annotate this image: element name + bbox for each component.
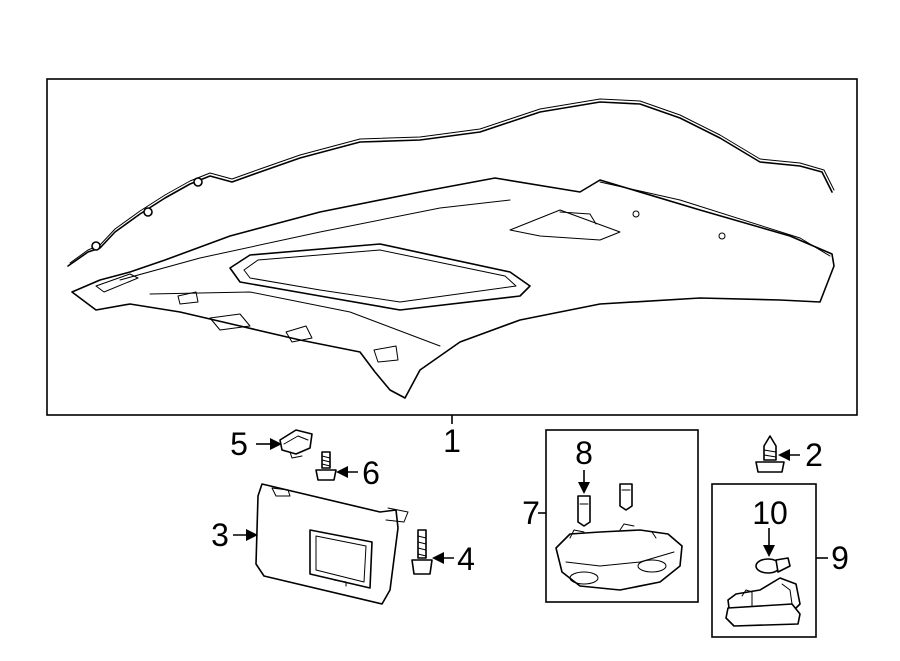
screw-part-2: [755, 435, 785, 473]
callout-2: 2: [805, 437, 823, 473]
sun-visor-part: [255, 483, 409, 605]
callout-8: 8: [575, 435, 593, 471]
bulb-part-8: [577, 495, 591, 527]
visor-mount-recess: [209, 313, 251, 331]
dome-lamp-box: [545, 429, 699, 603]
callout-6-arrow: [336, 466, 348, 478]
screw-part-6: [315, 451, 337, 481]
callout-3-arrow: [246, 529, 258, 541]
bulb-part-10: [755, 557, 791, 574]
visor-mount-recess: [177, 291, 199, 305]
harness-clip: [193, 177, 203, 187]
callout-8-arrow: [578, 482, 590, 494]
cargo-lamp-box: [711, 483, 817, 638]
cargo-lamp-housing: [725, 577, 801, 627]
wire-harness: [67, 101, 833, 267]
dome-light-recess: [509, 209, 621, 241]
callout-2-arrow: [778, 449, 790, 461]
callout-4-arrow: [432, 552, 444, 564]
screw-part-4: [411, 529, 433, 575]
callout-3: 3: [211, 517, 229, 553]
harness-clip: [91, 241, 101, 251]
callout-5: 5: [230, 426, 248, 462]
callout-1: 1: [443, 423, 461, 459]
callout-9: 9: [831, 540, 849, 576]
callout-6: 6: [362, 455, 380, 491]
visor-mount-recess: [285, 325, 313, 343]
callout-5-arrow: [270, 438, 282, 450]
visor-mount-recess: [373, 345, 399, 363]
visor-clip-part: [279, 429, 313, 459]
headliner-part: [67, 98, 835, 399]
callout-10-arrow: [763, 545, 775, 557]
harness-clip: [143, 207, 153, 217]
dome-lamp-housing: [555, 523, 683, 591]
bulb-spare: [619, 483, 633, 511]
callout-4: 4: [457, 541, 475, 577]
sunroof-opening: [229, 243, 531, 311]
callout-7: 7: [522, 495, 540, 531]
callout-10: 10: [752, 495, 788, 531]
